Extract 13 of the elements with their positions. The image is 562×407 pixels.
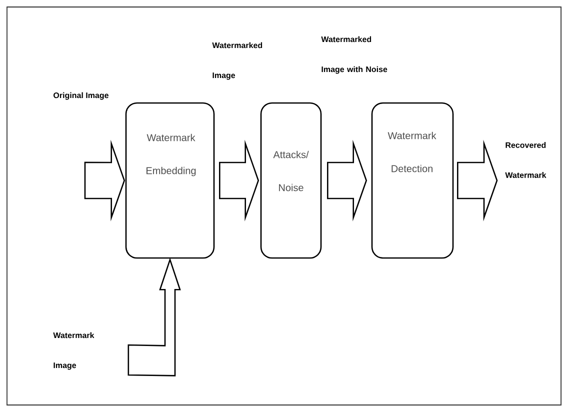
text-label: Watermark Image [53,332,94,370]
block-arrow [128,258,181,376]
block-arrow [327,140,368,222]
text-label: Recovered Watermark [505,142,546,178]
text-label: Original Image [54,92,108,100]
block-arrow [457,140,498,222]
process-box: Attacks/ Noise [260,102,322,259]
arrow-caption: Watermarked Image with Noise [321,36,388,74]
block-arrow [84,140,126,222]
arrow-caption: Watermarked Image [212,42,262,80]
process-box: Watermark Detection [371,102,454,259]
block-arrow [219,140,260,222]
process-box: Watermark Embedding [125,102,215,259]
